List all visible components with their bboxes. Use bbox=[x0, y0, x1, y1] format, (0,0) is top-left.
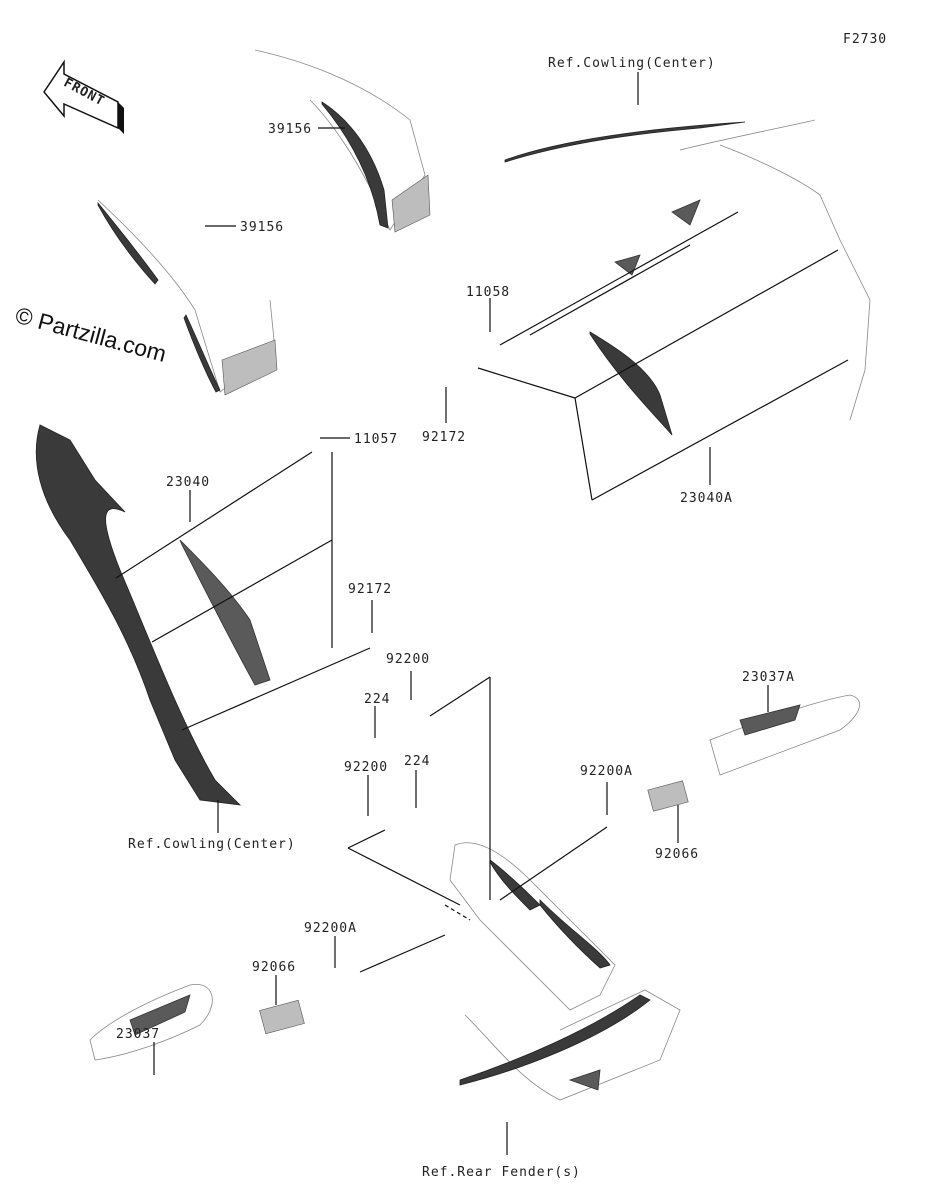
label-23040a: 23040A bbox=[680, 491, 733, 506]
label-ref-cowling-center-bottom: Ref.Cowling(Center) bbox=[128, 837, 296, 852]
label-92200-a: 92200 bbox=[386, 652, 430, 667]
label-92200a-b: 92200A bbox=[304, 921, 357, 936]
label-39156-a: 39156 bbox=[268, 122, 312, 137]
seat-pad-upper bbox=[254, 49, 431, 233]
label-11058: 11058 bbox=[466, 285, 510, 300]
figure-code: F2730 bbox=[843, 32, 887, 47]
label-23037: 23037 bbox=[116, 1027, 160, 1042]
label-ref-cowling-center-top: Ref.Cowling(Center) bbox=[548, 56, 716, 71]
watermark: © Partzilla.com bbox=[13, 302, 169, 367]
label-92066-a: 92066 bbox=[655, 847, 699, 862]
label-92200a-a: 92200A bbox=[580, 764, 633, 779]
label-92066-b: 92066 bbox=[252, 960, 296, 975]
assembly-lines bbox=[115, 211, 849, 973]
tail-cowl-upper bbox=[504, 119, 871, 436]
label-39156-b: 39156 bbox=[240, 220, 284, 235]
turn-signal-right bbox=[647, 694, 860, 812]
label-92172-a: 92172 bbox=[422, 430, 466, 445]
label-ref-rear-fender: Ref.Rear Fender(s) bbox=[422, 1165, 581, 1180]
rear-fender bbox=[459, 989, 681, 1101]
label-92172-b: 92172 bbox=[348, 582, 392, 597]
front-arrow-icon: FRONT bbox=[43, 59, 124, 134]
leader-lines bbox=[153, 72, 769, 1155]
label-92200-b: 92200 bbox=[344, 760, 388, 775]
label-11057: 11057 bbox=[354, 432, 398, 447]
label-224-a: 224 bbox=[364, 692, 390, 707]
label-224-b: 224 bbox=[404, 754, 430, 769]
tail-light-housing bbox=[449, 842, 616, 1011]
label-23037a: 23037A bbox=[742, 670, 795, 685]
turn-signal-left bbox=[89, 983, 305, 1061]
label-23040: 23040 bbox=[166, 475, 210, 490]
seat-pad-lower bbox=[97, 199, 278, 396]
side-cowl-left bbox=[35, 424, 271, 806]
